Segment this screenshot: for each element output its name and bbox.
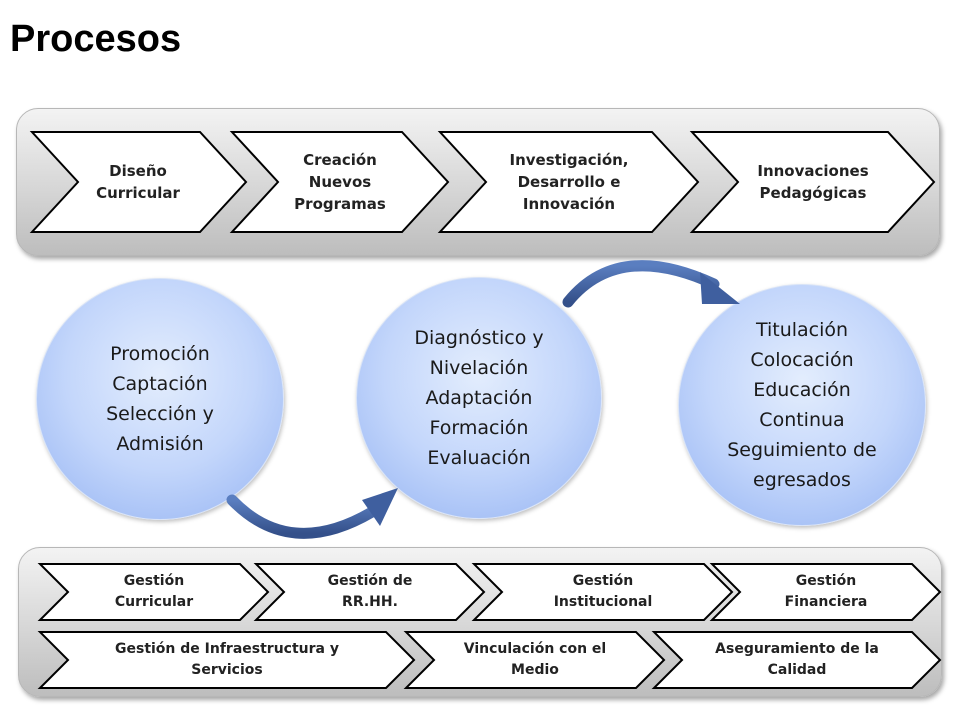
chevron-creacion-nuevos-programas[interactable]: Creación Nuevos Programas [229, 131, 450, 233]
chevron-gestion-institucional[interactable]: Gestión Institucional [471, 563, 734, 621]
circle-titulacion-egresados[interactable]: Titulación Colocación Educación Continua… [678, 284, 926, 526]
chevron-shape [471, 563, 734, 621]
chevron-shape [229, 131, 450, 233]
chevron-shape [651, 631, 942, 689]
chevron-diseno-curricular[interactable]: Diseño Curricular [29, 131, 248, 233]
circle-text: Diagnóstico y Nivelación Adaptación Form… [414, 327, 544, 469]
circle-diagnostico-evaluacion[interactable]: Diagnóstico y Nivelación Adaptación Form… [356, 277, 602, 519]
chevron-shape [437, 131, 700, 233]
chevron-shape [29, 131, 248, 233]
chevron-shape [403, 631, 666, 689]
chevron-gestion-infraestructura-servicios[interactable]: Gestión de Infraestructura y Servicios [37, 631, 416, 689]
chevron-innovaciones-pedagogicas[interactable]: Innovaciones Pedagógicas [689, 131, 936, 233]
chevron-label: Creación Nuevos Programas [294, 151, 386, 213]
circle-text: Promoción Captación Selección y Admisión [106, 343, 214, 455]
chevron-label: Diseño Curricular [96, 162, 180, 202]
arrow-icon-circle1-to-circle2 [226, 488, 398, 539]
circle-text: Titulación Colocación Educación Continua… [727, 319, 877, 491]
chevron-label: Innovaciones Pedagógicas [757, 162, 869, 202]
chevron-investigacion-desarrollo-innovacion[interactable]: Investigación, Desarrollo e Innovación [437, 131, 700, 233]
chevron-vinculacion-medio[interactable]: Vinculación con el Medio [403, 631, 666, 689]
chevron-label: Investigación, Desarrollo e Innovación [509, 151, 629, 213]
arrow-icon-circle2-to-circle3 [562, 260, 740, 308]
chevron-label: Gestión de RR.HH. [327, 573, 413, 610]
chevron-label: Gestión Institucional [553, 573, 653, 610]
chevron-shape [709, 563, 942, 621]
chevron-label: Gestión de Infraestructura y Servicios [115, 641, 339, 678]
page-title: Procesos [10, 18, 182, 60]
chevron-label: Vinculación con el Medio [463, 641, 607, 678]
chevron-shape [253, 563, 486, 621]
chevron-gestion-rrhh[interactable]: Gestión de RR.HH. [253, 563, 486, 621]
chevron-aseguramiento-calidad[interactable]: Aseguramiento de la Calidad [651, 631, 942, 689]
chevron-gestion-financiera[interactable]: Gestión Financiera [709, 563, 942, 621]
chevron-gestion-curricular[interactable]: Gestión Curricular [37, 563, 270, 621]
chevron-label: Gestión Financiera [784, 573, 868, 610]
chevron-label: Gestión Curricular [114, 573, 194, 610]
chevron-shape [689, 131, 936, 233]
chevron-shape [37, 631, 416, 689]
chevron-shape [37, 563, 270, 621]
chevron-label: Aseguramiento de la Calidad [715, 641, 879, 678]
circle-promocion-admision[interactable]: Promoción Captación Selección y Admisión [36, 278, 284, 520]
